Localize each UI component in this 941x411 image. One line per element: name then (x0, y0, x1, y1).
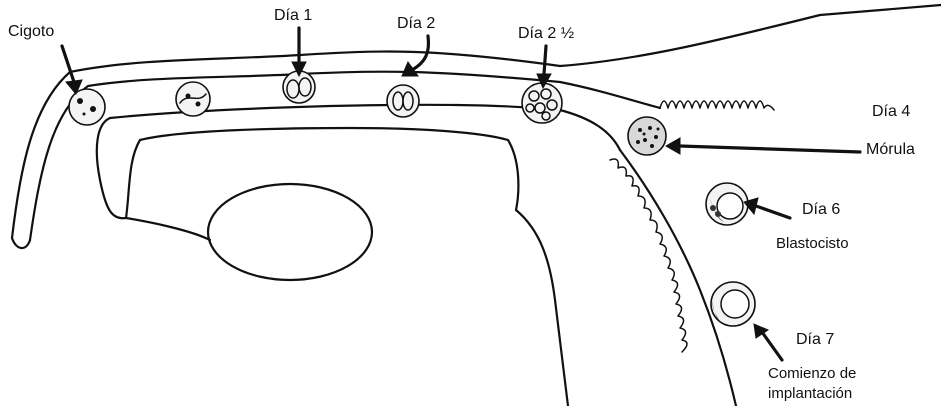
label-morula: Mórula (866, 141, 915, 158)
label-dia4: Día 4 (872, 103, 910, 120)
label-dia6: Día 6 (802, 201, 840, 218)
label-blastocisto: Blastocisto (776, 235, 849, 252)
morula-cell (628, 117, 666, 155)
zygote-cell (69, 89, 105, 125)
ovary-shape (208, 184, 372, 280)
day2-half-cell (522, 83, 562, 123)
two-cell-stage (176, 82, 210, 116)
label-comienzo-line2: implantación (768, 385, 852, 402)
day2-cell (387, 85, 419, 117)
label-dia2-half: Día 2 ½ (518, 25, 574, 42)
label-dia2: Día 2 (397, 15, 435, 32)
label-dia1: Día 1 (274, 7, 312, 24)
label-comienzo-line1: Comienzo de (768, 365, 856, 382)
label-cigoto: Cigoto (8, 23, 54, 40)
blastocyst-cell (706, 183, 748, 225)
label-dia7: Día 7 (796, 331, 834, 348)
implanting-blastocyst (711, 282, 755, 326)
